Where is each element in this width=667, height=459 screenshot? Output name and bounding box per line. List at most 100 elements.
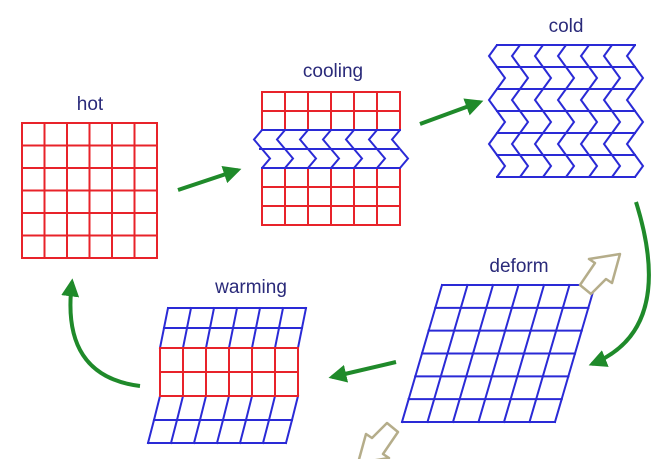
lattice-zigzag-line — [307, 148, 318, 169]
lattice-vertical-line — [250, 326, 258, 350]
lattice-zigzag-line — [519, 110, 530, 134]
hot-lattice — [21, 122, 158, 259]
lattice-vertical-line — [553, 397, 563, 424]
lattice-vertical-line — [483, 375, 494, 401]
lattice-zigzag-line — [533, 88, 544, 112]
lattice-vertical-line — [175, 394, 185, 422]
lattice-vertical-line — [510, 283, 520, 310]
lattice-zigzag-line — [556, 44, 567, 68]
lattice-vertical-line — [434, 283, 444, 310]
lattice-zigzag-line — [588, 110, 599, 134]
lattice-zigzag-line — [496, 154, 507, 178]
lattice-zigzag-line — [588, 66, 599, 90]
lattice-zigzag-line — [634, 66, 645, 90]
lattice-vertical-line — [522, 329, 532, 355]
lattice-zigzag-line — [496, 110, 507, 134]
lattice-zigzag-line — [556, 132, 567, 156]
lattice-vertical-line — [238, 418, 248, 445]
arrow-cold-to-deform — [588, 201, 651, 367]
arrow-deform-to-warming — [328, 360, 397, 383]
shear-arrow-up-icon — [578, 252, 622, 296]
lattice-vertical-line — [509, 375, 519, 401]
lattice-zigzag-line — [330, 148, 341, 169]
lattice-vertical-line — [198, 394, 208, 422]
lattice-zigzag-line — [252, 129, 263, 150]
lattice-vertical-line — [536, 283, 546, 310]
lattice-vertical-line — [146, 418, 156, 445]
lattice-zigzag-line — [579, 44, 590, 68]
lattice-vertical-line — [497, 329, 507, 355]
lattice-zigzag-line — [519, 66, 530, 90]
lattice-zigzag-line — [510, 44, 521, 68]
lattice-zigzag-line — [625, 44, 636, 68]
lattice-vertical-line — [290, 394, 300, 422]
arrow-warming-to-hot — [61, 278, 141, 388]
lattice-vertical-line — [254, 306, 262, 330]
shear-arrow-down-icon — [357, 421, 400, 459]
lattice-vertical-line — [277, 306, 285, 330]
lattice-zigzag-line — [579, 88, 590, 112]
lattice-vertical-line — [208, 306, 216, 330]
lattice-vertical-line — [426, 397, 436, 424]
lattice-vertical-line — [273, 326, 281, 350]
lattice-vertical-line — [580, 306, 590, 332]
label-cooling: cooling — [303, 61, 363, 82]
lattice-vertical-line — [152, 394, 162, 422]
lattice-vertical-line — [215, 418, 225, 445]
lattice-vertical-line — [471, 329, 481, 355]
lattice-vertical-line — [529, 306, 539, 332]
lattice-vertical-line — [528, 397, 538, 424]
lattice-vertical-line — [227, 326, 235, 350]
lattice-zigzag-line — [275, 129, 286, 150]
lattice-vertical-line — [541, 352, 551, 378]
lattice-vertical-line — [560, 375, 570, 401]
lattice-vertical-line — [407, 375, 417, 401]
lattice-zigzag-line — [344, 129, 355, 150]
lattice-zigzag-line — [542, 66, 553, 90]
lattice-vertical-line — [548, 329, 558, 355]
lattice-zigzag-line — [634, 110, 645, 134]
lattice-zigzag-line — [611, 66, 622, 90]
lattice-vertical-line — [561, 283, 571, 310]
lattice-vertical-line — [244, 394, 254, 422]
lattice-vertical-line — [267, 394, 277, 422]
lattice-vertical-line — [432, 375, 443, 401]
lattice-zigzag-line — [611, 110, 622, 134]
lattice-zigzag-line — [376, 148, 387, 169]
lattice-zigzag-line — [321, 129, 332, 150]
lattice-vertical-line — [503, 306, 514, 332]
lattice-vertical-line — [554, 306, 565, 332]
lattice-vertical-line — [400, 397, 410, 424]
lattice-zigzag-line — [625, 88, 636, 112]
lattice-zigzag-line — [487, 44, 498, 68]
lattice-vertical-line — [458, 375, 468, 401]
lattice-zigzag-line — [353, 148, 364, 169]
lattice-zigzag-line — [542, 110, 553, 134]
lattice-vertical-line — [573, 329, 583, 355]
lattice-vertical-line — [169, 418, 179, 445]
lattice-vertical-line — [485, 283, 495, 310]
lattice-vertical-line — [516, 352, 526, 378]
lattice-vertical-line — [477, 397, 487, 424]
lattice-vertical-line — [284, 418, 294, 445]
lattice-zigzag-line — [556, 88, 567, 112]
lattice-vertical-line — [478, 306, 488, 332]
lattice-zigzag-line — [298, 129, 309, 150]
lattice-vertical-line — [452, 306, 463, 332]
lattice-vertical-line — [192, 418, 202, 445]
lattice-vertical-line — [185, 306, 193, 330]
lattice-vertical-line — [446, 329, 456, 355]
lattice-vertical-line — [300, 306, 308, 330]
cooling-lattice — [252, 91, 410, 226]
lattice-vertical-line — [221, 394, 231, 422]
lattice-zigzag-line — [579, 132, 590, 156]
lattice-zigzag-line — [261, 148, 272, 169]
lattice-vertical-line — [414, 352, 424, 378]
label-hot: hot — [77, 94, 104, 115]
lattice-vertical-line — [296, 326, 304, 350]
label-cold: cold — [549, 16, 584, 37]
lattice-zigzag-line — [565, 66, 576, 90]
arrow-cooling-to-cold — [419, 98, 484, 126]
label-deform: deform — [489, 256, 548, 277]
